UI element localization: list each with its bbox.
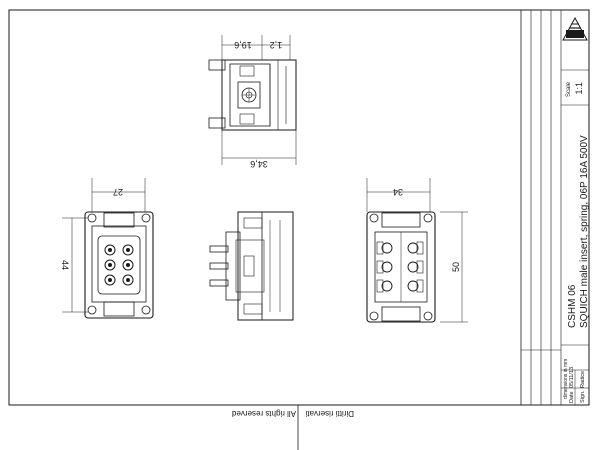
dim-front-width: 27: [113, 187, 123, 197]
dim-top-overall: 34,6: [250, 159, 268, 169]
dim-top-width-a: 19,6: [234, 40, 252, 50]
date-label: Date: [569, 391, 575, 403]
side-view: [209, 211, 294, 321]
scale-value: 1:1: [574, 82, 584, 95]
date-value: 05/11/13: [569, 367, 575, 388]
part-description: SQUICH male insert, spring, 06P 16A 500V: [579, 135, 590, 328]
footer-right-text: Diritti riservati: [305, 409, 354, 418]
part-code: CSHM 06: [567, 284, 578, 328]
company-logo-icon: [562, 16, 588, 41]
top-view: 19,6 1,2 34,6: [208, 35, 297, 169]
scale-label: Scale: [566, 81, 572, 97]
dim-top-width-b: 1,2: [270, 40, 283, 50]
dim-rear-height: 50: [451, 262, 461, 272]
footer-left-text: All rights reserved: [232, 409, 296, 418]
dim-rear-width: 34: [393, 187, 403, 197]
front-view: 27 44: [60, 178, 154, 319]
dims-note: dimensions in mm: [563, 359, 569, 399]
sign-label: Sign.: [580, 390, 586, 403]
title-block: Scale 1:1 CSHM 06 SQUICH male insert, sp…: [520, 10, 590, 405]
rear-view: 34 50: [366, 178, 468, 323]
dim-front-height: 44: [60, 260, 70, 270]
sign-value: Radice: [580, 371, 586, 388]
drawing-frame: [8, 9, 590, 406]
